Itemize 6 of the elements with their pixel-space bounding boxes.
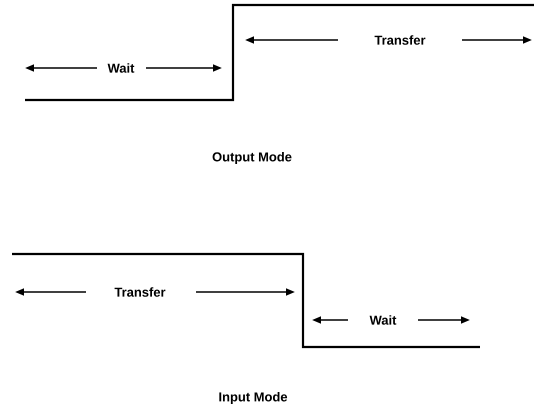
duration-label: Transfer [114,287,166,297]
mode-caption: Output Mode [212,152,292,164]
duration-label: Transfer [374,35,426,45]
duration-label: Wait [108,63,134,73]
mode-caption: Input Mode [219,392,288,404]
duration-label: Wait [370,315,396,325]
